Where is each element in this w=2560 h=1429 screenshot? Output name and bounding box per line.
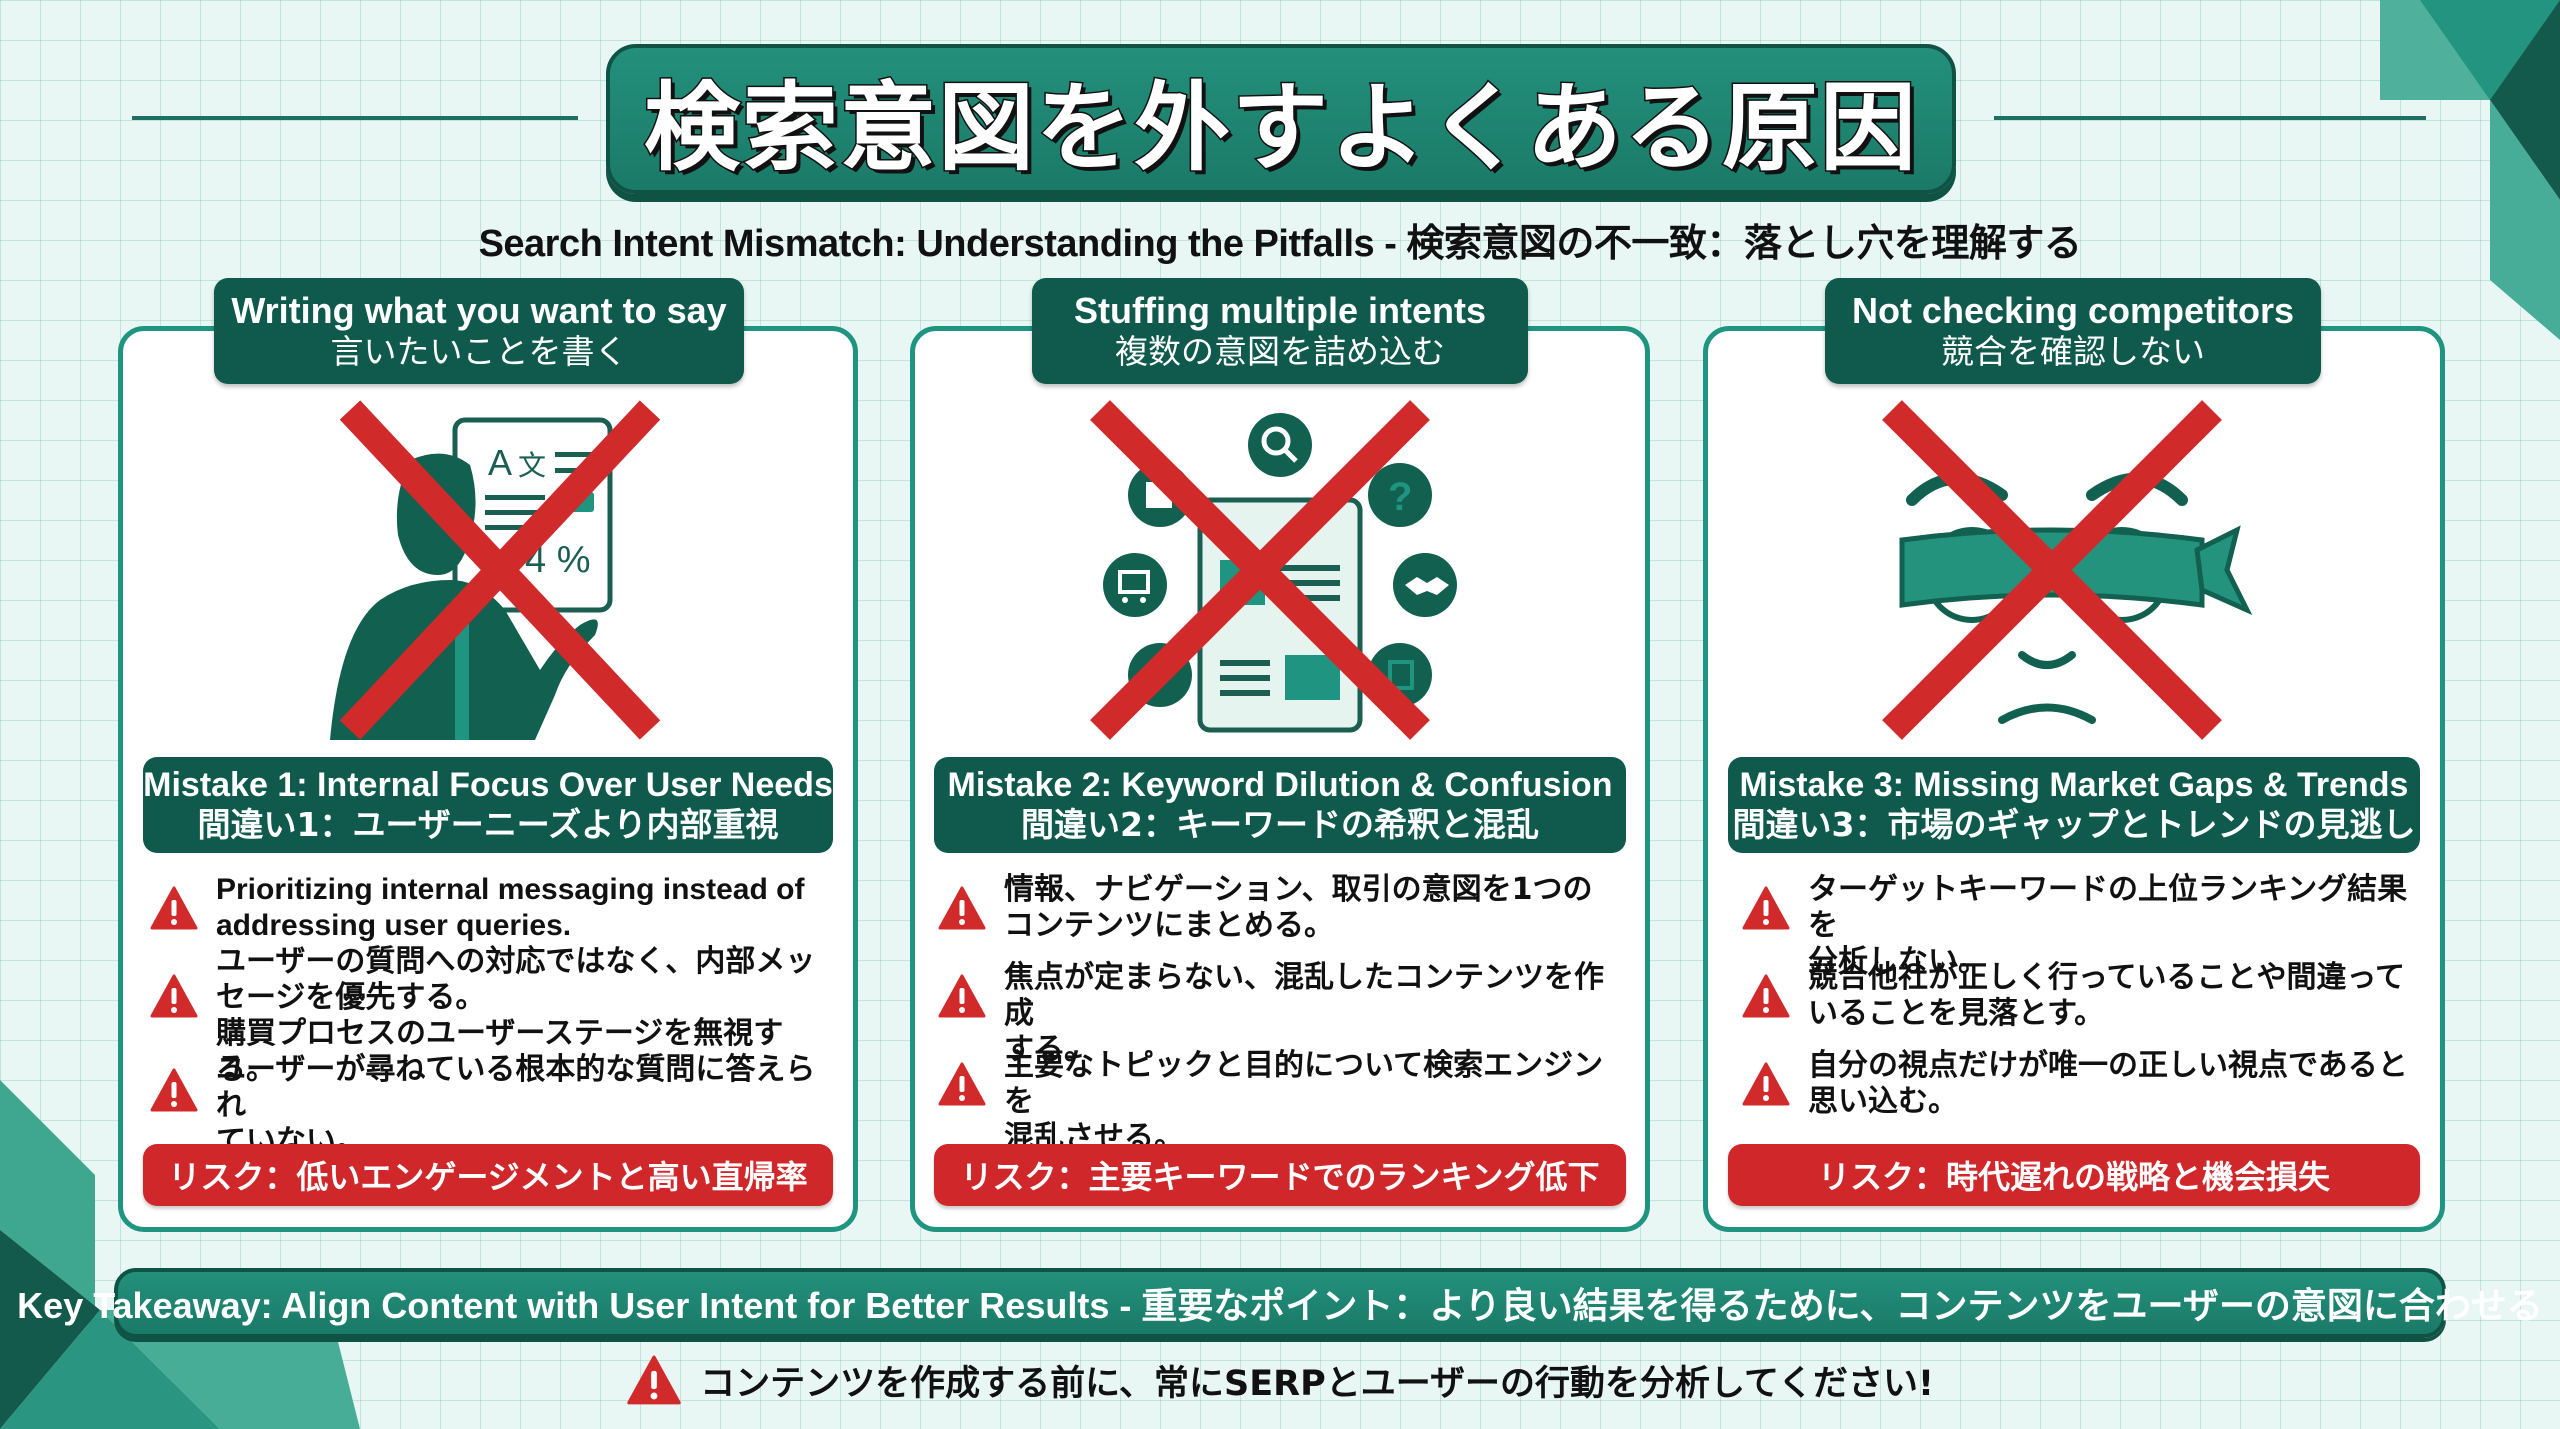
mistake-header-1: Mistake 1: Internal Focus Over User Need… bbox=[143, 757, 833, 853]
warning-icon bbox=[150, 886, 198, 930]
warning-icon bbox=[938, 1062, 986, 1106]
warning-icon bbox=[150, 1068, 198, 1112]
card-tab-title-jp: 競合を確認しない bbox=[1941, 332, 2205, 371]
warning-icon bbox=[1742, 1062, 1790, 1106]
card-tab-3: Not checking competitors 競合を確認しない bbox=[1825, 278, 2321, 384]
handshake-bubble-icon bbox=[1393, 553, 1457, 617]
card-tab-title-en: Not checking competitors bbox=[1851, 290, 2295, 331]
red-cross-icon bbox=[339, 400, 661, 740]
warning-icon bbox=[938, 974, 986, 1018]
risk-badge-1: リスク：低いエンゲージメントと高い直帰率 bbox=[143, 1144, 833, 1206]
risk-badge-3: リスク：時代遅れの戦略と機会損失 bbox=[1728, 1144, 2420, 1206]
document-multiple-intents-crossed-out-illustration: ? bbox=[1070, 400, 1490, 740]
mistake-header-2: Mistake 2: Keyword Dilution & Confusion … bbox=[934, 757, 1626, 853]
person-speaking-crossed-out-illustration: A 文 4 % bbox=[290, 400, 710, 740]
list-item: 競合他社が正しく行っていることや間違って いることを見落とす。 bbox=[1742, 960, 2405, 1032]
warning-icon bbox=[938, 886, 986, 930]
mistake-title-en: Mistake 2: Keyword Dilution & Confusion bbox=[947, 766, 1613, 804]
list-item: 主要なトピックと目的について検索エンジンを 混乱させる。 bbox=[938, 1048, 1628, 1156]
shopping-cart-bubble-icon bbox=[1103, 553, 1167, 617]
page-subtitle: Search Intent Mismatch: Understanding th… bbox=[478, 223, 2082, 265]
list-item: ターゲットキーワードの上位ランキング結果を 分析しない。 bbox=[1742, 872, 2432, 980]
blindfolded-face-crossed-out-illustration bbox=[1862, 400, 2282, 740]
warning-icon bbox=[1742, 974, 1790, 1018]
mistake-title-jp: 間違い2：キーワードの希釈と混乱 bbox=[1021, 805, 1539, 844]
svg-text:文: 文 bbox=[518, 449, 546, 482]
mistake-title-en: Mistake 3: Missing Market Gaps & Trends bbox=[1739, 766, 2409, 804]
card-tab-1: Writing what you want to say 言いたいことを書く bbox=[214, 278, 744, 384]
card-tab-title-en: Stuffing multiple intents bbox=[1074, 290, 1486, 331]
question-bubble-icon: ? bbox=[1368, 463, 1432, 527]
key-takeaway-banner: Key Takeaway: Align Content with User In… bbox=[17, 1268, 2543, 1338]
footer-note: コンテンツを作成する前に、常にSERPとユーザーの行動を分析してください! bbox=[0, 1352, 2560, 1408]
list-item: 自分の視点だけが唯一の正しい視点であると 思い込む。 bbox=[1742, 1048, 2408, 1120]
title-rule-left bbox=[132, 116, 578, 120]
title-rule-right bbox=[1994, 116, 2426, 120]
risk-badge-2: リスク：主要キーワードでのランキング低下 bbox=[934, 1144, 1626, 1206]
card-tab-title-en: Writing what you want to say bbox=[231, 290, 727, 331]
warning-icon bbox=[627, 1355, 681, 1405]
list-item: ユーザーの質問への対応ではなく、内部メッ セージを優先する。 購買プロセスのユー… bbox=[150, 944, 840, 1088]
red-cross-icon bbox=[1090, 400, 1430, 740]
list-item: 焦点が定まらない、混乱したコンテンツを作成 する。 bbox=[938, 960, 1628, 1068]
card-tab-2: Stuffing multiple intents 複数の意図を詰め込む bbox=[1032, 278, 1528, 384]
corner-decoration-top-right bbox=[2380, 0, 2560, 340]
mistake-header-3: Mistake 3: Missing Market Gaps & Trends … bbox=[1728, 757, 2420, 853]
card-tab-title-jp: 言いたいことを書く bbox=[330, 332, 628, 371]
footer-text: コンテンツを作成する前に、常にSERPとユーザーの行動を分析してください! bbox=[700, 1363, 1934, 1404]
corner-decoration-bottom-left bbox=[0, 1080, 360, 1429]
warning-icon bbox=[150, 974, 198, 1018]
svg-text:A: A bbox=[488, 442, 512, 483]
page-title: 検索意図を外すよくある原因 bbox=[643, 70, 1918, 185]
warning-icon bbox=[1742, 886, 1790, 930]
mistake-title-jp: 間違い3：市場のギャップとトレンドの見逃し bbox=[1732, 805, 2416, 844]
card-tab-title-jp: 複数の意図を詰め込む bbox=[1115, 332, 1445, 371]
red-cross-icon bbox=[1882, 400, 2222, 740]
mistake-title-jp: 間違い1：ユーザーニーズより内部重視 bbox=[197, 805, 779, 844]
svg-text:?: ? bbox=[1388, 475, 1412, 519]
title-banner: 検索意図を外すよくある原因 bbox=[606, 44, 1956, 198]
mistake-title-en: Mistake 1: Internal Focus Over User Need… bbox=[143, 766, 833, 804]
list-item: 情報、ナビゲーション、取引の意図を1つの コンテンツにまとめる。 bbox=[938, 872, 1592, 944]
search-bubble-icon bbox=[1248, 413, 1312, 477]
list-item: Prioritizing internal messaging instead … bbox=[150, 872, 804, 944]
